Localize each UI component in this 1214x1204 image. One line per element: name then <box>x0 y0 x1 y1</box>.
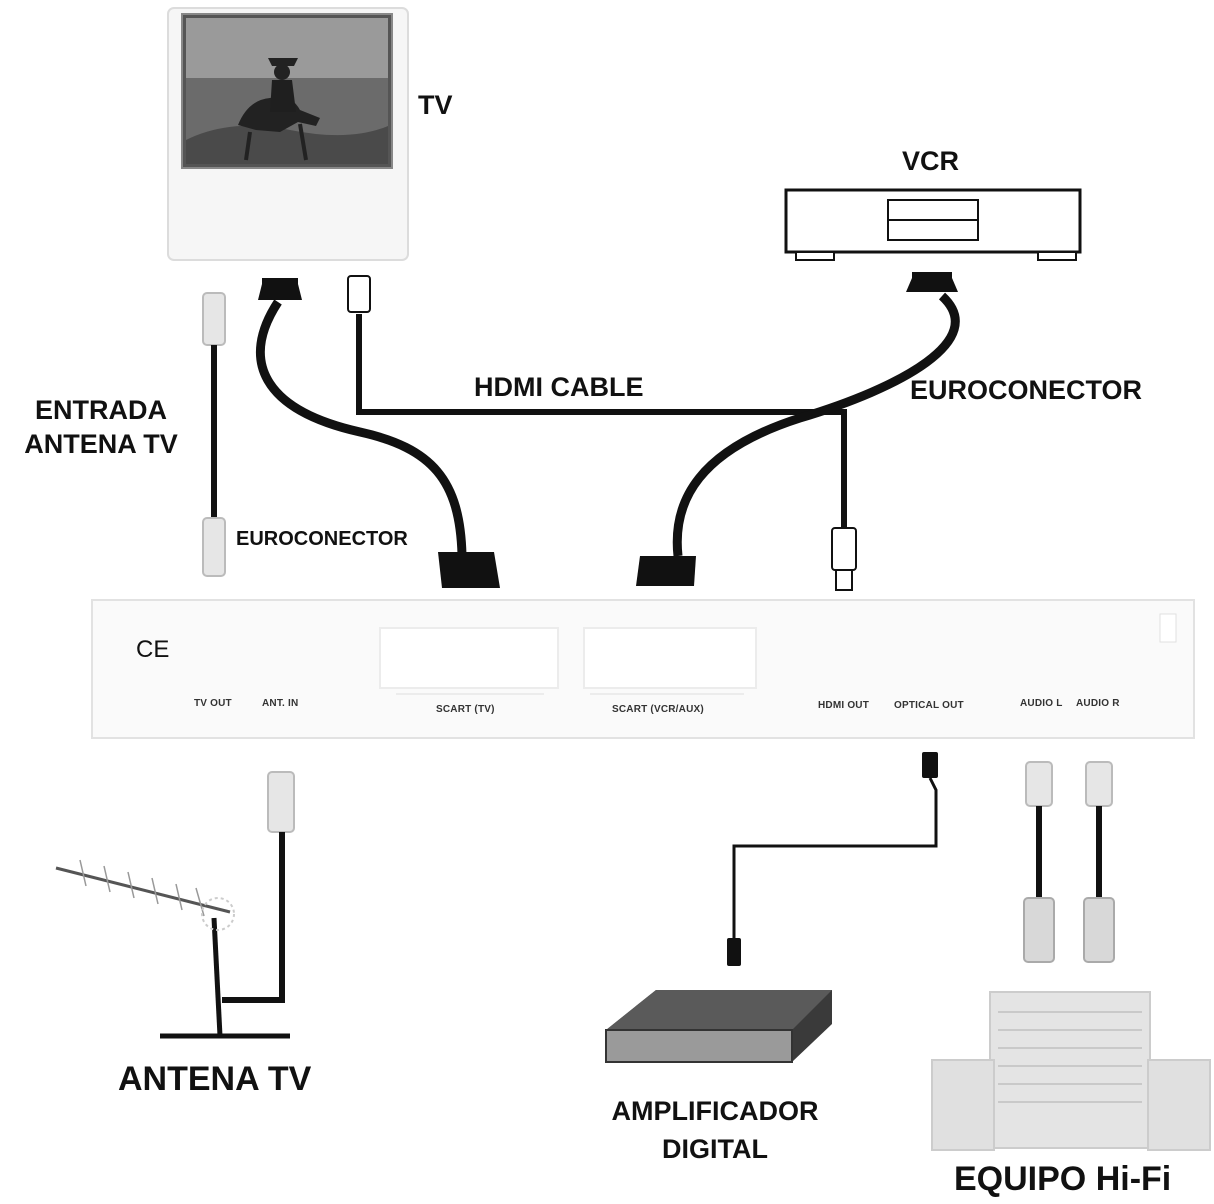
port-audio-r: AUDIO R <box>1076 698 1120 709</box>
port-tv-out: TV OUT <box>194 698 232 709</box>
antenna-input-label-line1: ENTRADA <box>35 395 167 425</box>
amplifier-label-line2: DIGITAL <box>662 1134 768 1164</box>
antenna-input-label-line2: ANTENA TV <box>24 429 178 459</box>
port-scart-vcr: SCART (VCR/AUX) <box>612 704 704 715</box>
antenna-cable <box>222 771 295 1003</box>
ce-mark: CE <box>136 636 170 663</box>
amplifier-label: AMPLIFICADOR DIGITAL <box>570 1092 860 1168</box>
optical-cable <box>727 752 938 966</box>
receiver-back-panel <box>91 599 1195 739</box>
scart-cable-vcr <box>636 272 960 586</box>
scart-tv-cable-label: EUROCONECTOR <box>236 528 408 550</box>
scart-vcr-cable-label: EUROCONECTOR <box>910 375 1143 405</box>
amplifier-label-line1: AMPLIFICADOR <box>611 1096 819 1126</box>
tv-label: TV <box>418 90 453 120</box>
port-optical-out: OPTICAL OUT <box>894 700 964 711</box>
antenna-input-cable <box>202 292 226 577</box>
horseman-picture <box>238 58 320 161</box>
port-ant-in: ANT. IN <box>262 698 299 709</box>
hifi-device <box>931 991 1211 1151</box>
hdmi-cable <box>347 275 857 591</box>
scart-cable-tv <box>256 278 500 588</box>
port-hdmi-out: HDMI OUT <box>818 700 870 711</box>
vcr-device <box>784 188 1082 261</box>
port-scart-tv: SCART (TV) <box>436 704 495 715</box>
hifi-label: EQUIPO Hi-Fi <box>954 1160 1172 1198</box>
port-audio-l: AUDIO L <box>1020 698 1063 709</box>
antenna-tv-label: ANTENA TV <box>118 1060 312 1098</box>
tv-device <box>167 7 409 261</box>
hdmi-cable-label: HDMI CABLE <box>474 372 644 402</box>
amplifier-device <box>605 990 832 1063</box>
vcr-label: VCR <box>902 146 960 176</box>
antenna-input-label: ENTRADA ANTENA TV <box>6 393 196 461</box>
audio-cables <box>1023 761 1115 963</box>
antenna-tv-device <box>55 859 290 1039</box>
